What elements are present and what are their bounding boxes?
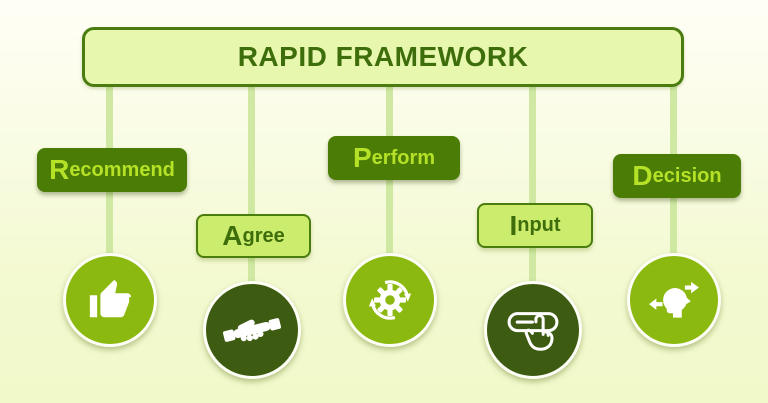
- node-circle-perform: [343, 253, 437, 347]
- handshake-icon: [223, 318, 281, 342]
- label-first-letter: D: [632, 160, 653, 191]
- framework-title-box: RAPID FRAMEWORK: [82, 27, 684, 87]
- label-rest: ecommend: [69, 158, 175, 181]
- connector-line-perform: [386, 86, 393, 300]
- page-title: RAPID FRAMEWORK: [237, 41, 529, 72]
- label-first-letter: P: [352, 142, 372, 173]
- label-first-letter: R: [49, 154, 70, 185]
- button-press-icon: [507, 312, 559, 351]
- label-first-letter: I: [509, 209, 518, 241]
- node-circle-input: [484, 281, 582, 379]
- connector-line-recommend: [106, 86, 113, 300]
- label-rest: gree: [242, 224, 285, 247]
- node-circle-agree: [203, 281, 301, 379]
- node-circle-recommend: [63, 253, 157, 347]
- thumbs-up-icon: [89, 279, 132, 318]
- label-rest: ecision: [652, 164, 722, 187]
- label-rest: nput: [517, 214, 561, 236]
- connector-line-agree: [248, 86, 255, 330]
- label-first-letter: A: [222, 220, 243, 251]
- head-choice-arrows-icon: [649, 281, 699, 318]
- node-circle-decision: [627, 253, 721, 347]
- label-rest: erform: [371, 146, 436, 169]
- gear-refresh-icon: [368, 280, 412, 320]
